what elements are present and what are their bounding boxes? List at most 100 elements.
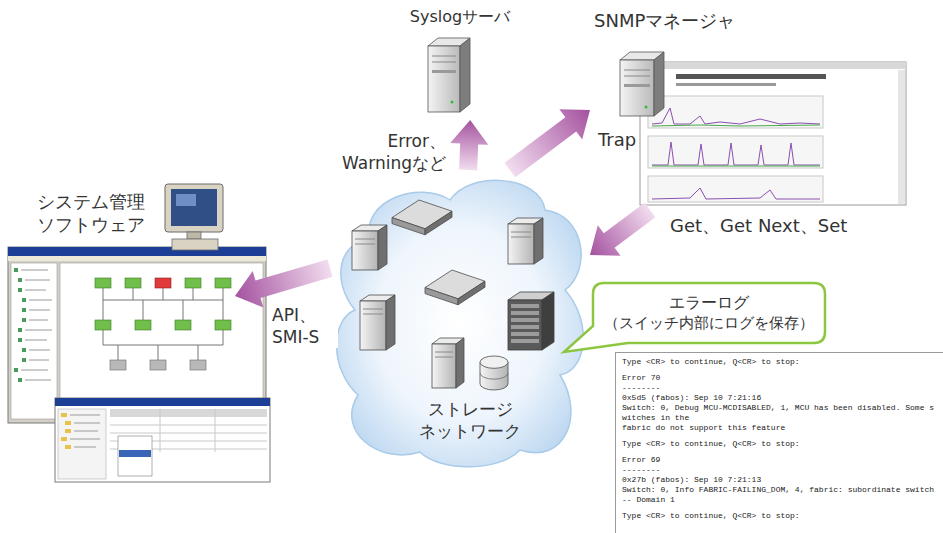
illustration-part [22,358,26,362]
terminal-line: Type <CR> to continue, Q<CR> to stop: [622,511,937,521]
terminal-line: Switch: 0, Debug MCU-MCDISABLED, 1, MCU … [622,403,937,423]
illustration-part [898,70,905,204]
illustration-part [103,345,223,346]
illustration-part [215,278,231,288]
illustration-part [65,421,71,425]
monitor-screenshot [640,62,906,205]
illustration-part [70,415,100,416]
edge-label: API、 SMI-S [270,304,338,348]
illustration-part [624,84,650,87]
block-arrow [235,260,333,308]
illustration-part [187,232,201,239]
illustration-part [223,330,224,345]
illustration-part [110,425,267,426]
illustration-part [337,180,584,466]
illustration-part [22,308,26,312]
illustration-part [458,281,485,305]
illustration-part [355,244,375,245]
illustration-part [652,188,820,199]
illustration-part [648,96,823,128]
illustration-part [103,330,104,345]
illustration-part [163,288,164,300]
cloud-label: ストレージ ネットワーク [410,398,530,442]
illustration-part [534,218,543,264]
network-cloud: ストレージ ネットワーク [330,170,590,470]
illustration-part [355,239,375,240]
illustration-part [8,247,266,256]
illustration-part [22,348,26,352]
illustration-part [65,429,71,433]
illustration-part [645,106,648,109]
illustration-part [160,409,161,452]
illustration-part [223,300,224,320]
label-anchor: Get、Get Next、Set [668,214,849,237]
illustration-part [22,298,26,302]
illustration-part [511,304,539,308]
illustration-part [676,74,826,79]
illustration-part [480,373,508,379]
illustration-part [511,318,539,322]
management-screenshot [8,247,266,423]
block-arrow [450,120,488,170]
illustration-part [74,431,98,432]
illustration-part [158,345,159,360]
illustration-part [103,288,104,300]
illustration-part [640,62,906,69]
illustration-part [18,338,22,342]
illustration-part [193,288,194,300]
terminal-line: Error 70 [622,373,937,383]
server-icon [620,52,664,116]
terminal-line: 0x5d5 (fabos): Sep 10 7:21:16 [622,393,937,403]
illustration-part [511,332,539,336]
illustration-part [378,225,387,270]
illustration-part [11,263,57,419]
illustration-part [435,357,453,358]
illustration-part [22,318,26,322]
illustration-part [110,433,267,434]
illustration-part [511,237,531,238]
illustration-part [143,300,144,320]
illustration-part [29,360,49,361]
illustration-part [119,450,151,457]
illustration-part [14,268,18,272]
illustration-part [95,320,111,330]
illustration-part [61,413,67,417]
illustration-part [118,345,119,360]
manager-node: SNMPマネージャ [590,5,910,210]
terminal-screenshot: Type <CR> to continue, Q<CR> to stop: Err… [615,352,943,533]
illustration-part [176,194,196,206]
server-icon [428,38,470,112]
illustration-part [29,310,50,311]
illustration-part [58,409,106,479]
callout-note: （スイッチ内部にログを保存） [604,314,814,334]
illustration-part [564,283,825,352]
illustration-part [386,295,395,350]
edge-label: Error、 Warningなど [324,130,448,174]
label-anchor: Error、 Warningなど [324,130,448,174]
illustration-part [25,330,52,331]
illustration-part [480,356,508,368]
callout-outline [592,282,826,344]
illustration-part [155,278,171,288]
illustration-part [25,380,51,381]
illustration-part [55,398,270,482]
illustration-part [65,445,71,449]
illustration-part [654,52,664,116]
illustration-part [624,76,650,77]
illustration-part [508,300,542,350]
illustration-part [60,263,263,419]
illustration-part [432,56,456,57]
illustration-part [18,328,22,332]
illustration-part [620,60,654,116]
illustration-part [215,320,231,330]
terminal-line: Type <CR> to continue, Q<CR> to stop: [622,439,937,449]
illustration-part [435,352,453,353]
illustration-part [55,398,270,406]
illustration-part [185,278,201,288]
illustration-part [652,166,820,167]
software-node: システム管理 ソフトウェア [25,180,235,305]
node-label: システム管理 ソフトウェア [25,190,157,237]
illustration-part [676,83,776,86]
illustration-part [103,300,104,320]
terminal-line: Error 69 [622,455,937,465]
